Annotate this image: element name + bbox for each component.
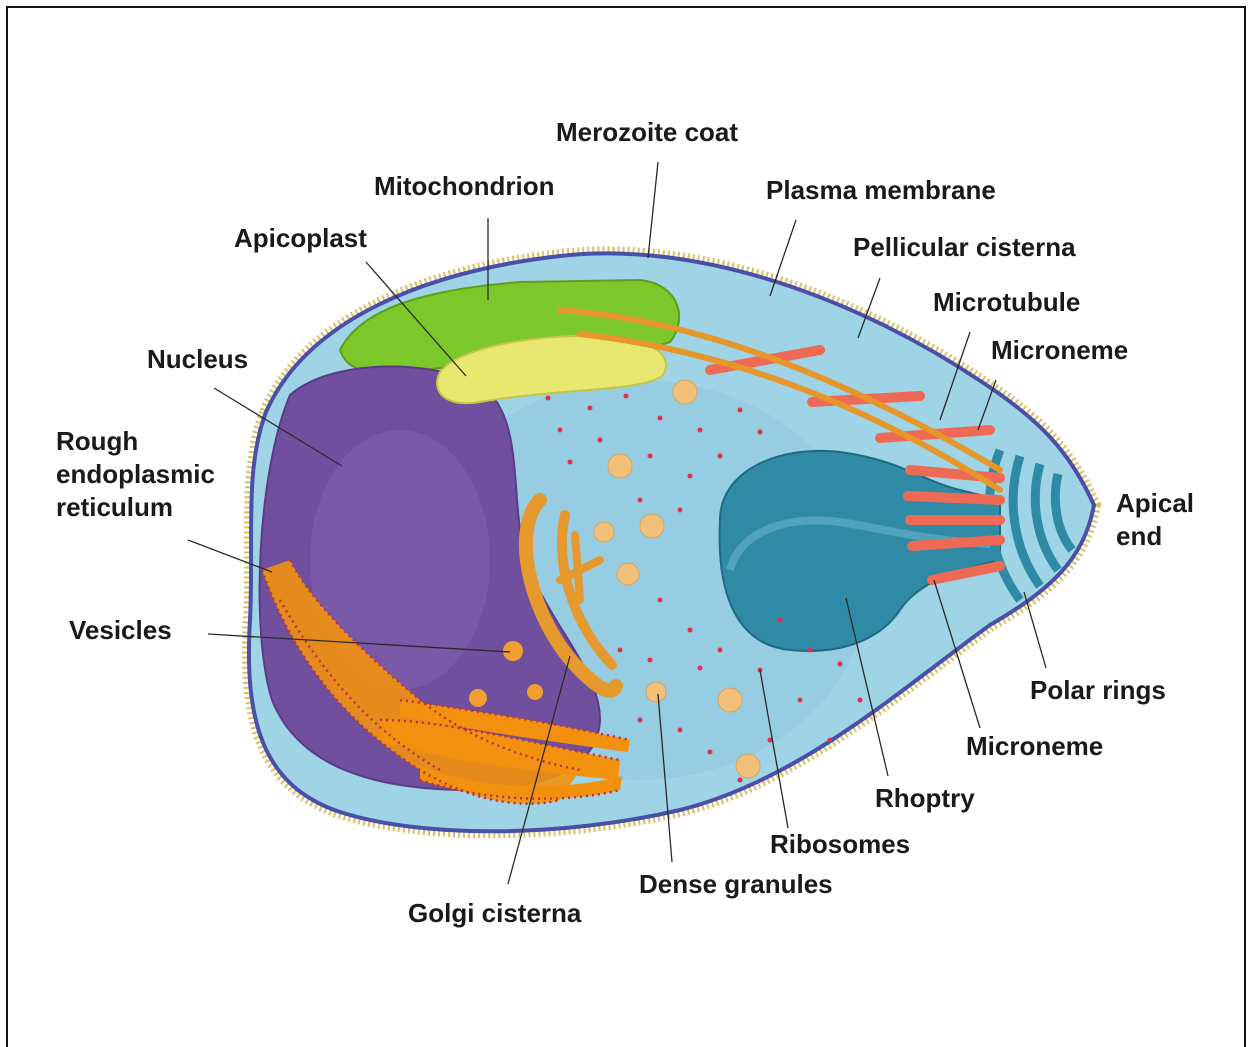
label-rough-er-line1: Rough [56,426,138,456]
label-merozoite-coat: Merozoite coat [556,117,738,147]
leader-merozoite-coat [648,162,658,258]
label-polar-rings: Polar rings [1030,675,1166,705]
label-microneme-top: Microneme [991,335,1128,365]
label-golgi-cisterna: Golgi cisterna [408,898,582,928]
label-plasma-membrane: Plasma membrane [766,175,996,205]
label-microneme-bottom: Microneme [966,731,1103,761]
label-apicoplast: Apicoplast [234,223,367,253]
label-microtubule: Microtubule [933,287,1080,317]
label-rough-er-line3: reticulum [56,492,173,522]
label-rough-er-line2: endoplasmic [56,459,215,489]
label-pellicular-cisterna: Pellicular cisterna [853,232,1076,262]
label-apical-end-line2: end [1116,521,1162,551]
label-mitochondrion: Mitochondrion [374,171,555,201]
label-apical-end-line1: Apical [1116,488,1194,518]
label-vesicles: Vesicles [69,615,172,645]
label-rhoptry: Rhoptry [875,783,975,813]
label-nucleus: Nucleus [147,344,248,374]
label-dense-granules: Dense granules [639,869,833,899]
label-ribosomes: Ribosomes [770,829,910,859]
